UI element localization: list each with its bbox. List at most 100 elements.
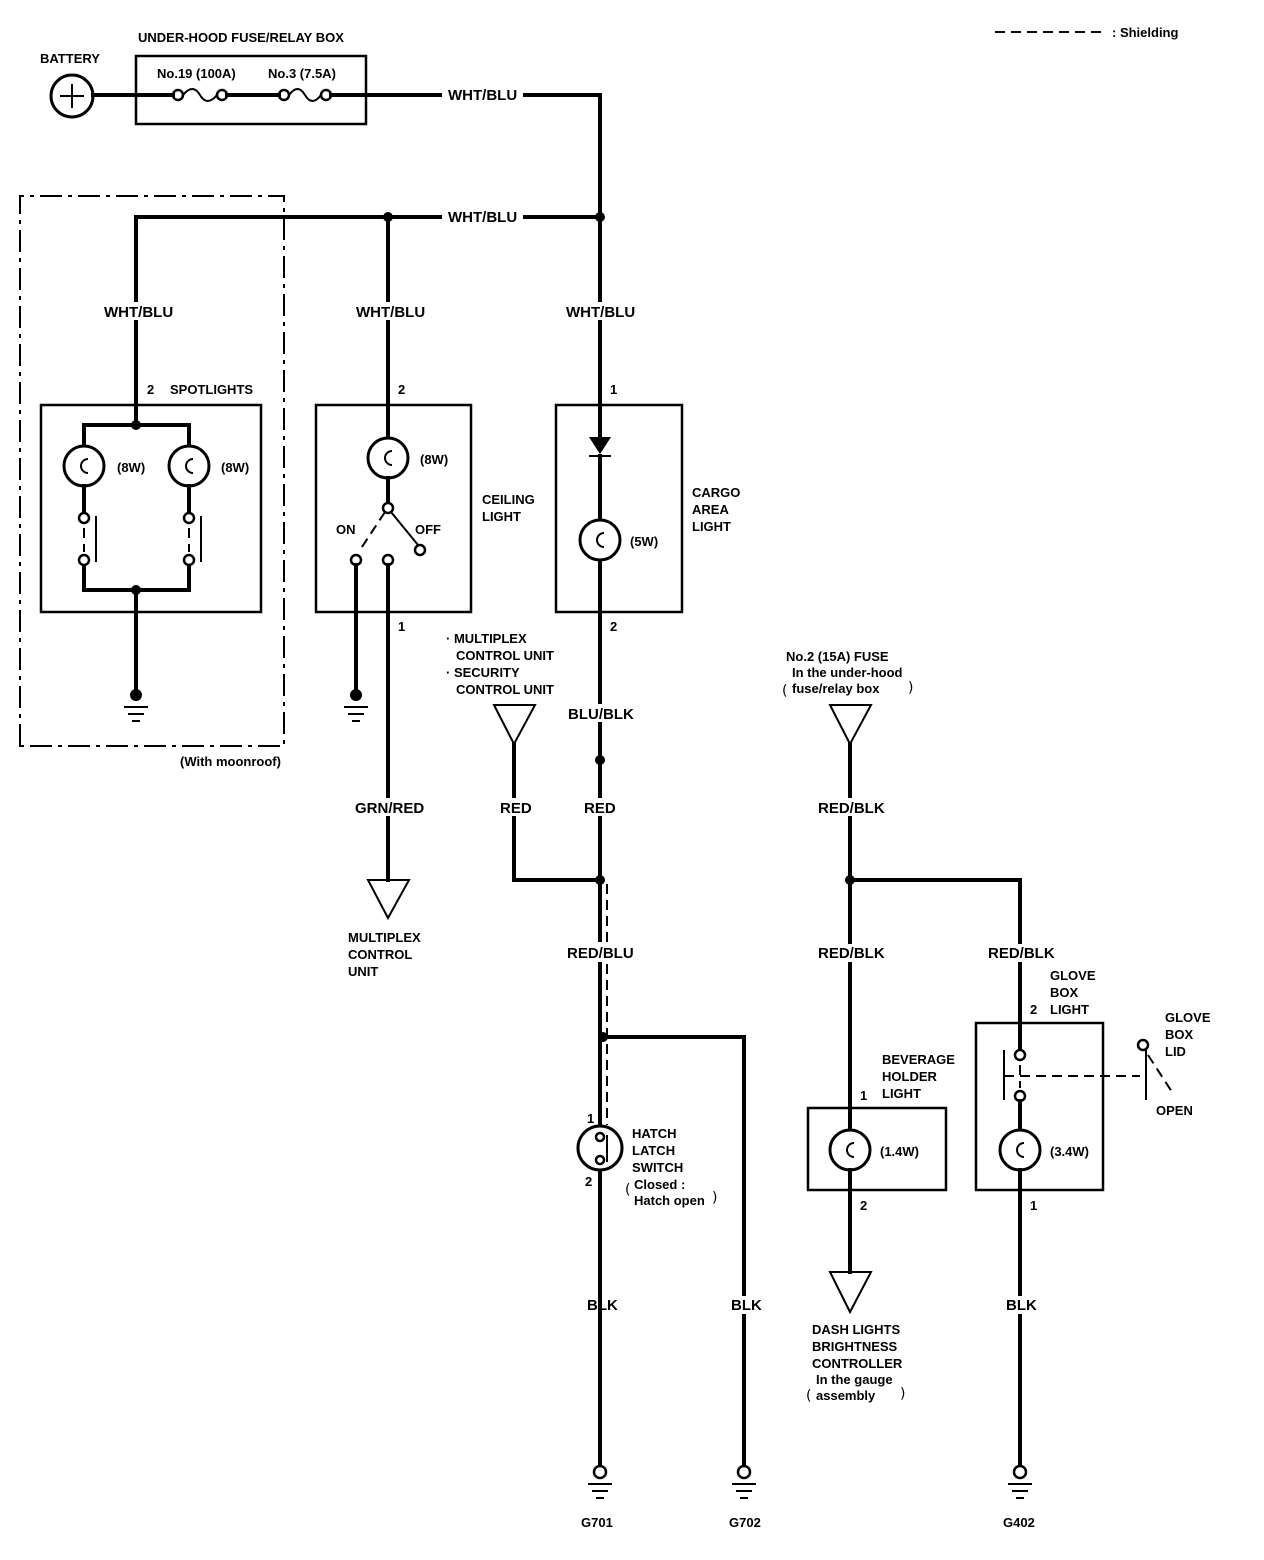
ground-icon xyxy=(344,689,368,722)
glove-lid-label-1: GLOVE xyxy=(1165,1010,1211,1025)
spotlights-box xyxy=(39,403,263,614)
blk-g702-wire xyxy=(601,1035,746,1468)
fuse-2-line-1: No.2 (15A) FUSE xyxy=(786,649,889,664)
control-units-line-1: · MULTIPLEX xyxy=(446,631,527,646)
fuse-2-connector-icon xyxy=(828,704,873,747)
beverage-pin-1: 1 xyxy=(860,1088,867,1103)
dash-controller-line-3: CONTROLLER xyxy=(812,1356,903,1371)
wire-label-red-left: RED xyxy=(500,800,532,817)
cargo-light-label-3: LIGHT xyxy=(692,519,731,534)
dash-controller-line-5: assembly xyxy=(816,1388,876,1403)
hatch-label-5: Hatch open xyxy=(634,1193,705,1208)
wire-label-blu-blk: BLU/BLK xyxy=(568,706,634,723)
spotlights-label: SPOTLIGHTS xyxy=(170,382,253,397)
hatch-label-3: SWITCH xyxy=(632,1160,683,1175)
ground-g702-label: G702 xyxy=(729,1515,761,1530)
moonroof-note: (With moonroof) xyxy=(180,754,281,769)
wire-label-grn-red: GRN/RED xyxy=(355,800,424,817)
glove-light-label-2: BOX xyxy=(1050,985,1079,1000)
glove-lid-label-2: BOX xyxy=(1165,1027,1194,1042)
svg-text:(: ( xyxy=(806,1388,811,1404)
wire-label-red-blk-bev: RED/BLK xyxy=(818,945,885,962)
shielding-legend-label: : Shielding xyxy=(1112,25,1179,40)
glove-lid-switch-icon xyxy=(1136,1038,1173,1100)
control-units-line-4: CONTROL UNIT xyxy=(456,682,554,697)
wire-label-wht-blu-cargo: WHT/BLU xyxy=(566,304,635,321)
beverage-pin-2: 2 xyxy=(860,1198,867,1213)
wire-label-red-blk-glove: RED/BLK xyxy=(988,945,1055,962)
fuse-19-label: No.19 (100A) xyxy=(157,66,236,81)
glove-light-label-1: GLOVE xyxy=(1050,968,1096,983)
wht-blu-feed-wire xyxy=(523,93,602,219)
fuse-2-line-3: fuse/relay box xyxy=(792,681,880,696)
ceiling-light-label-1: CEILING xyxy=(482,492,535,507)
fuse-3-label: No.3 (7.5A) xyxy=(268,66,336,81)
wire-label-red-blk-feed: RED/BLK xyxy=(818,800,885,817)
hatch-label-4: Closed : xyxy=(634,1177,685,1192)
cargo-light-label-1: CARGO xyxy=(692,485,740,500)
hatch-pin-2: 2 xyxy=(585,1174,592,1189)
fuse-box-label: UNDER-HOOD FUSE/RELAY BOX xyxy=(138,30,344,45)
cargo-pin-2: 2 xyxy=(610,619,617,634)
dash-controller-connector-icon xyxy=(828,1271,873,1315)
hatch-label-2: LATCH xyxy=(632,1143,675,1158)
hatch-label-1: HATCH xyxy=(632,1126,677,1141)
beverage-label-1: BEVERAGE xyxy=(882,1052,955,1067)
splice-dot xyxy=(131,420,141,430)
svg-text:(: ( xyxy=(782,683,787,699)
multiplex-unit-line-3: UNIT xyxy=(348,964,378,979)
glove-light-label-3: LIGHT xyxy=(1050,1002,1089,1017)
glove-light-box xyxy=(974,1021,1105,1192)
glove-bulb-icon xyxy=(998,1128,1042,1172)
ceiling-switch-on: ON xyxy=(336,522,356,537)
hatch-pin-1: 1 xyxy=(587,1111,594,1126)
ceiling-switch-icon xyxy=(349,476,427,567)
ceiling-bulb-icon xyxy=(366,436,410,480)
diode-icon xyxy=(589,437,611,457)
ground-g701-icon xyxy=(588,1464,612,1499)
glove-lid-open-label: OPEN xyxy=(1156,1103,1193,1118)
spotlights-pin-2: 2 xyxy=(147,382,154,397)
beverage-label-2: HOLDER xyxy=(882,1069,938,1084)
spotlight-left-bulb-icon xyxy=(62,444,106,488)
svg-text:(: ( xyxy=(625,1182,630,1198)
fuse-3-icon xyxy=(277,88,333,102)
ground-icon xyxy=(124,689,148,722)
cargo-pin-1: 1 xyxy=(610,382,617,397)
svg-text:): ) xyxy=(908,680,913,696)
ceiling-light-label-2: LIGHT xyxy=(482,509,521,524)
dash-controller-line-1: DASH LIGHTS xyxy=(812,1322,900,1337)
control-units-connector-icon xyxy=(492,704,537,747)
glove-pin-1: 1 xyxy=(1030,1198,1037,1213)
spotlight-left-wattage: (8W) xyxy=(117,460,145,475)
red-control-wire xyxy=(512,742,602,882)
spotlight-right-wattage: (8W) xyxy=(221,460,249,475)
dash-controller-line-4: In the gauge xyxy=(816,1372,893,1387)
glove-pin-2: 2 xyxy=(1030,1002,1037,1017)
spotlight-right-switch-icon xyxy=(182,484,202,567)
svg-text:): ) xyxy=(900,1386,905,1402)
cargo-bulb-icon xyxy=(578,518,622,562)
wire-label-wht-blu-bus: WHT/BLU xyxy=(448,209,517,226)
spotlight-left-switch-icon xyxy=(77,484,97,567)
battery-icon xyxy=(49,73,95,119)
beverage-light-box xyxy=(806,1106,948,1192)
wire-label-blk-g402: BLK xyxy=(1006,1297,1037,1314)
wire-label-blk-g701: BLK xyxy=(587,1297,618,1314)
splice-dot xyxy=(595,875,605,885)
ceiling-pin-1: 1 xyxy=(398,619,405,634)
battery-label: BATTERY xyxy=(40,51,100,66)
splice-dot xyxy=(595,755,605,765)
ceiling-bulb-wattage: (8W) xyxy=(420,452,448,467)
beverage-bulb-wattage: (1.4W) xyxy=(880,1144,919,1159)
dash-controller-line-2: BRIGHTNESS xyxy=(812,1339,898,1354)
spotlight-right-bulb-icon xyxy=(167,444,211,488)
ceiling-light-box xyxy=(314,403,473,614)
wire-label-red-blu: RED/BLU xyxy=(567,945,634,962)
multiplex-unit-connector-icon xyxy=(366,879,411,921)
ground-g402-label: G402 xyxy=(1003,1515,1035,1530)
ground-g402-icon xyxy=(1008,1464,1032,1499)
multiplex-unit-line-1: MULTIPLEX xyxy=(348,930,421,945)
fuse-box xyxy=(134,54,368,126)
